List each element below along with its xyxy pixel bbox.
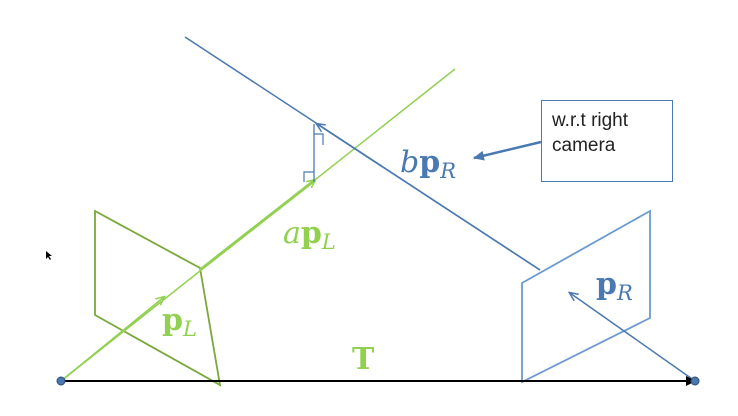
mouse-pointer-icon xyxy=(46,251,52,260)
right-angle-mark-bottom xyxy=(303,171,314,182)
pR-vector xyxy=(570,293,696,382)
b-pR-label: bpR xyxy=(400,145,456,183)
a-pL-vector xyxy=(199,180,315,272)
pL-label: pL xyxy=(162,303,197,341)
pR-label: pR xyxy=(596,267,633,305)
left-image-plane xyxy=(94,209,222,387)
callout-line-2: camera xyxy=(552,135,616,156)
left-camera-center xyxy=(56,376,66,386)
right-camera-center xyxy=(690,376,700,386)
translation-label: T xyxy=(352,342,375,377)
pL-vector xyxy=(60,297,164,382)
a-pL-label: apL xyxy=(283,216,336,254)
callout-arrow xyxy=(473,140,542,161)
callout-box: w.r.t right camera xyxy=(541,100,673,182)
callout-line-1: w.r.t right xyxy=(552,110,629,131)
b-pR-vector xyxy=(317,124,541,271)
right-angle-mark-top xyxy=(314,133,324,145)
